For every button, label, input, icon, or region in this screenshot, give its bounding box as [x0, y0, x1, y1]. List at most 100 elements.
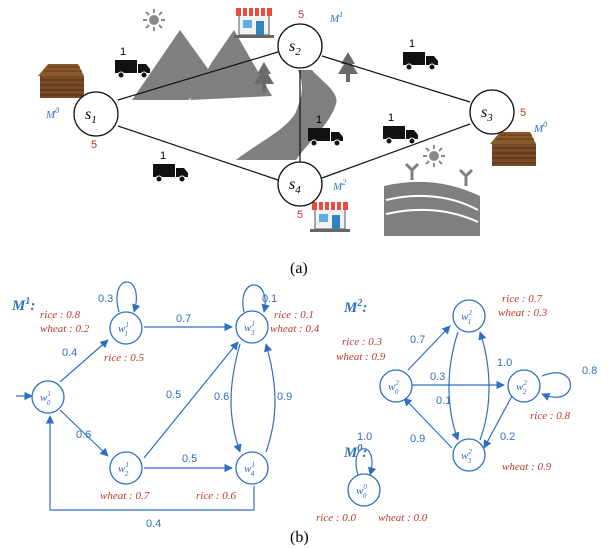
- truck-icon: [307, 127, 344, 147]
- m2-probabilities: 0.7 0.3 0.1 1.0 0.9 0.2 0.8: [410, 334, 597, 445]
- node-s4: [277, 161, 323, 207]
- m1-probabilities: 0.3 0.4 0.7 0.6 0.5 0.5 0.1 0.6 0.9 0.4: [62, 293, 292, 530]
- prob-label: 0.5: [182, 453, 197, 465]
- prob-label: 0.3: [430, 371, 445, 383]
- edge-cost-label: 1: [388, 112, 394, 124]
- edge-s1-s2: [117, 51, 279, 101]
- output-label: rice : 0.1: [274, 309, 314, 321]
- node-labels: s1 s2 s3 s4: [85, 38, 493, 196]
- m2-outputs: rice : 0.7 wheat : 0.3 rice : 0.3 wheat …: [336, 293, 571, 473]
- state-w2-2: [507, 369, 541, 403]
- output-label: rice : 0.0: [316, 512, 357, 524]
- state-w2-1: [109, 451, 143, 485]
- m2-transitions: [403, 325, 572, 449]
- prob-label: 0.4: [146, 518, 161, 530]
- m2-states: [379, 299, 541, 472]
- edge-cost-label: 1: [409, 38, 415, 50]
- output-label: rice : 0.7: [502, 293, 543, 305]
- field-icon: [384, 162, 480, 236]
- node-label: s4: [289, 176, 301, 196]
- output-label: rice : 0.6: [196, 490, 237, 502]
- capacity-label: 5: [298, 9, 304, 21]
- prob-label: 0.6: [214, 391, 229, 403]
- output-label: wheat : 0.0: [378, 512, 428, 524]
- prob-label: 1.0: [357, 431, 372, 443]
- output-label: wheat : 0.4: [270, 323, 320, 335]
- edge-s1-s4: [117, 125, 279, 181]
- machine-title: M0:: [343, 443, 367, 461]
- edge-costs: 1 1 1 1 1: [120, 38, 415, 162]
- truck-icon: [402, 51, 439, 71]
- prob-label: 0.9: [410, 433, 425, 445]
- warehouse-icon: [37, 63, 85, 99]
- output-label: wheat : 0.3: [498, 307, 548, 319]
- sun-icon: [422, 144, 446, 168]
- prob-label: 0.7: [410, 334, 425, 346]
- prob-label: 0.4: [62, 347, 77, 359]
- output-label: rice : 0.5: [104, 352, 145, 364]
- machine-title: M1:: [11, 296, 35, 314]
- truck-icon: [382, 125, 419, 145]
- prob-label: 0.8: [582, 365, 597, 377]
- map-panel: 1 1 1 1 1 s1 s2 s3 s4 5 5 5 5: [37, 7, 547, 236]
- machine-tag: M1: [329, 10, 343, 25]
- truck-icon: [114, 59, 151, 79]
- prob-label: 0.1: [262, 293, 277, 305]
- state-w0-1: [31, 380, 65, 414]
- prob-label: 1.0: [497, 357, 512, 369]
- output-label: wheat : 0.7: [100, 490, 150, 502]
- prob-label: 0.3: [98, 293, 113, 305]
- prob-label: 0.2: [500, 431, 515, 443]
- node-label: s1: [85, 106, 97, 126]
- warehouse-icon: [489, 131, 537, 167]
- state-w3-2: [452, 438, 486, 472]
- state-w0-0: [347, 473, 381, 507]
- m0-self-loop: [355, 448, 377, 476]
- sun-icon: [142, 8, 166, 32]
- caption-a: (a): [290, 260, 308, 277]
- node-label: s3: [481, 104, 493, 124]
- output-label: wheat : 0.9: [502, 461, 552, 473]
- edge-s2-s3: [321, 55, 471, 103]
- edge-s4-s3: [321, 123, 471, 179]
- output-label: wheat : 0.2: [40, 323, 90, 335]
- edge-cost-label: 1: [316, 114, 322, 126]
- m1-outputs: rice : 0.8 wheat : 0.2 rice : 0.5 rice :…: [40, 309, 320, 502]
- node-label: s2: [289, 38, 301, 58]
- state-w0-2: [379, 369, 413, 403]
- m1-states: [31, 310, 269, 485]
- node-s2: [277, 23, 323, 69]
- store-icon: [309, 201, 351, 233]
- state-w1-1: [109, 311, 143, 345]
- machine-tag: M0: [533, 120, 547, 135]
- machine-title: M2:: [343, 298, 367, 316]
- machine-tags: M0 M1 M0 M2: [45, 10, 547, 193]
- m1-transitions: [16, 281, 276, 511]
- output-label: rice : 0.3: [342, 336, 383, 348]
- prob-label: 0.5: [166, 389, 181, 401]
- machine-tag: M0: [45, 106, 59, 121]
- node-s3: [469, 89, 515, 135]
- map-nodes: [73, 23, 515, 207]
- node-s1: [73, 91, 119, 137]
- capacity-label: 5: [520, 107, 526, 119]
- prob-label: 0.9: [277, 391, 292, 403]
- capacity-label: 5: [297, 209, 303, 221]
- capacity-label: 5: [91, 139, 97, 151]
- map-edges: [117, 51, 471, 181]
- output-label: wheat : 0.9: [336, 351, 386, 363]
- prob-label: 0.7: [176, 313, 191, 325]
- node-capacities: 5 5 5 5: [91, 9, 526, 221]
